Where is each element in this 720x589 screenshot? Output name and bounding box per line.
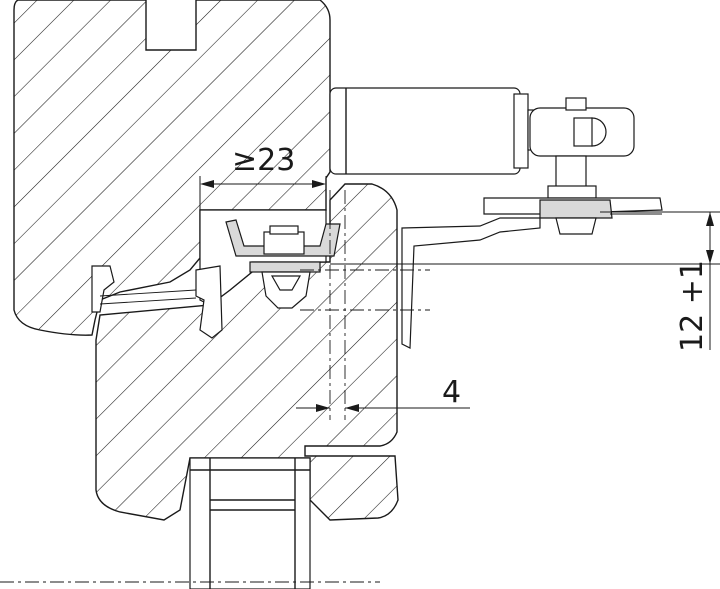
height-label: 12 +1 [675,260,710,352]
mounting-plate [401,197,663,349]
dimension-gap: ≥23 [199,143,327,214]
upper-frame-section [13,0,331,336]
lower-frame-section [95,183,399,521]
gap-label: ≥23 [232,143,295,178]
hinge-cylinder [329,87,535,175]
seal-strip [91,265,223,339]
dimension-height: 12 +1 [330,211,720,352]
construction-lines [0,190,430,583]
dimension-offset: 4 [296,375,470,412]
glazing-profile [189,457,311,589]
offset-label: 4 [442,375,461,410]
bolt-assembly [249,225,321,309]
adjuster-head [529,97,635,199]
hinge-bracket [225,219,341,257]
